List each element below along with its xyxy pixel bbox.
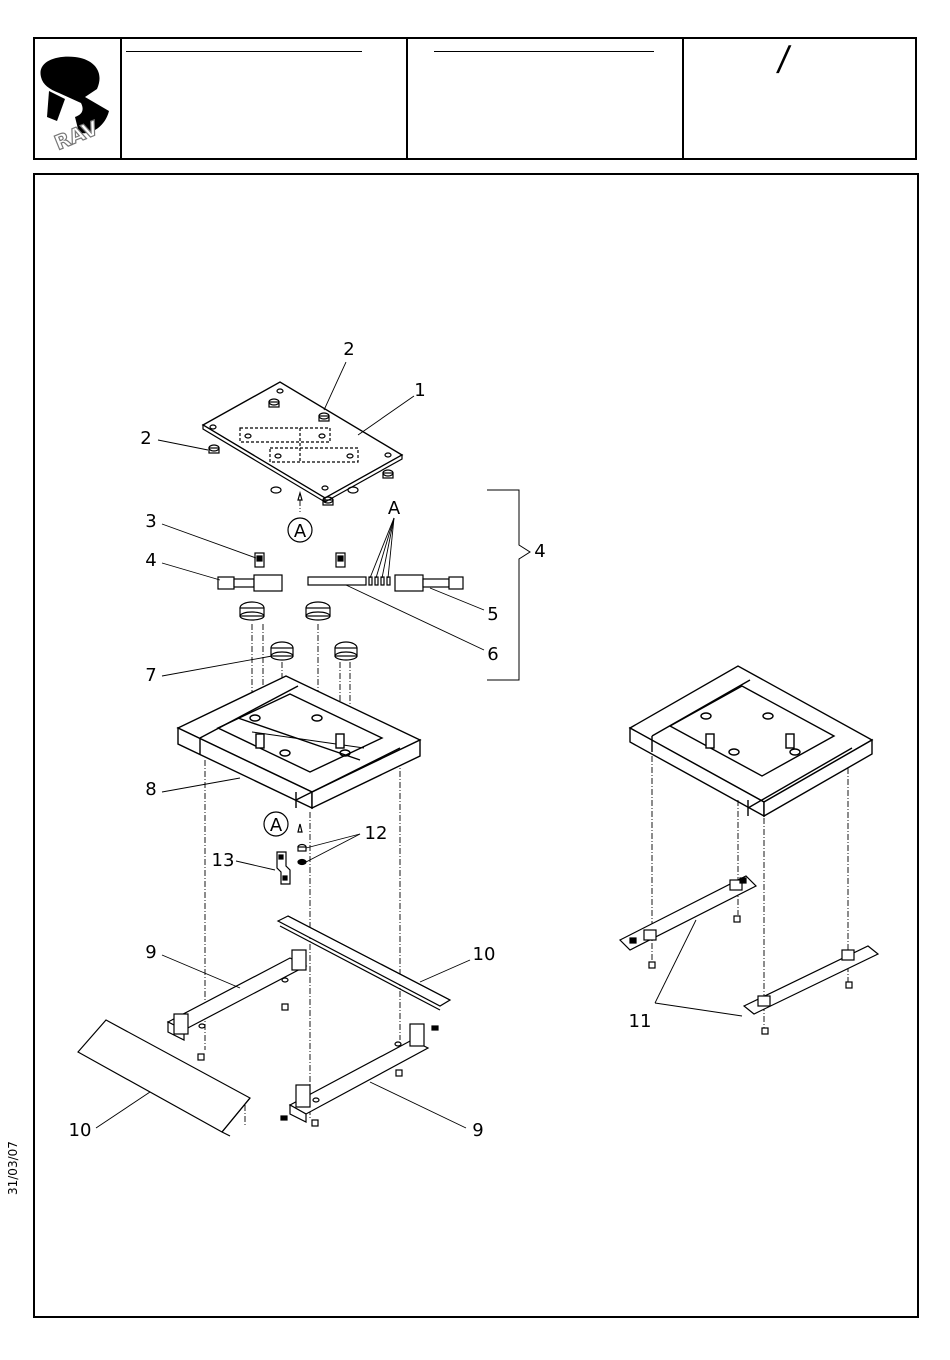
assembly-centerlines	[205, 500, 400, 1125]
callout-10-left: 10	[69, 1120, 92, 1141]
detail-a-label-top: A	[294, 521, 307, 542]
callout-1: 1	[414, 380, 425, 401]
callout-9-left: 9	[145, 942, 156, 963]
callout-2-top: 2	[343, 339, 354, 360]
callout-7: 7	[145, 665, 156, 686]
callout-6: 6	[487, 644, 498, 665]
callout-3: 3	[145, 511, 156, 532]
callout-11: 11	[629, 1011, 652, 1032]
callout-2-left: 2	[140, 428, 151, 449]
callout-a-shims: A	[388, 498, 401, 519]
cover-10-left	[78, 1020, 250, 1136]
callout-4-left: 4	[145, 550, 156, 571]
callout-12: 12	[365, 823, 388, 844]
bracket-13	[277, 852, 290, 884]
rail-9-right	[281, 1024, 438, 1126]
nuts-12	[298, 845, 306, 865]
callout-5: 5	[487, 604, 498, 625]
base-frame	[178, 676, 420, 808]
callout-8: 8	[145, 779, 156, 800]
top-plate	[203, 382, 402, 505]
nut-2-left	[209, 445, 219, 453]
callout-13: 13	[212, 850, 235, 871]
detail-a-label-bottom: A	[270, 815, 283, 836]
load-cell-assembly	[218, 490, 530, 680]
callout-9-right: 9	[472, 1120, 483, 1141]
callout-10-right: 10	[473, 944, 496, 965]
nut-2-right	[383, 470, 393, 478]
feet-pucks	[240, 602, 357, 660]
frame-alternate	[630, 666, 872, 816]
callout-4-brace: 4	[534, 541, 545, 562]
plates-11	[620, 876, 878, 1034]
